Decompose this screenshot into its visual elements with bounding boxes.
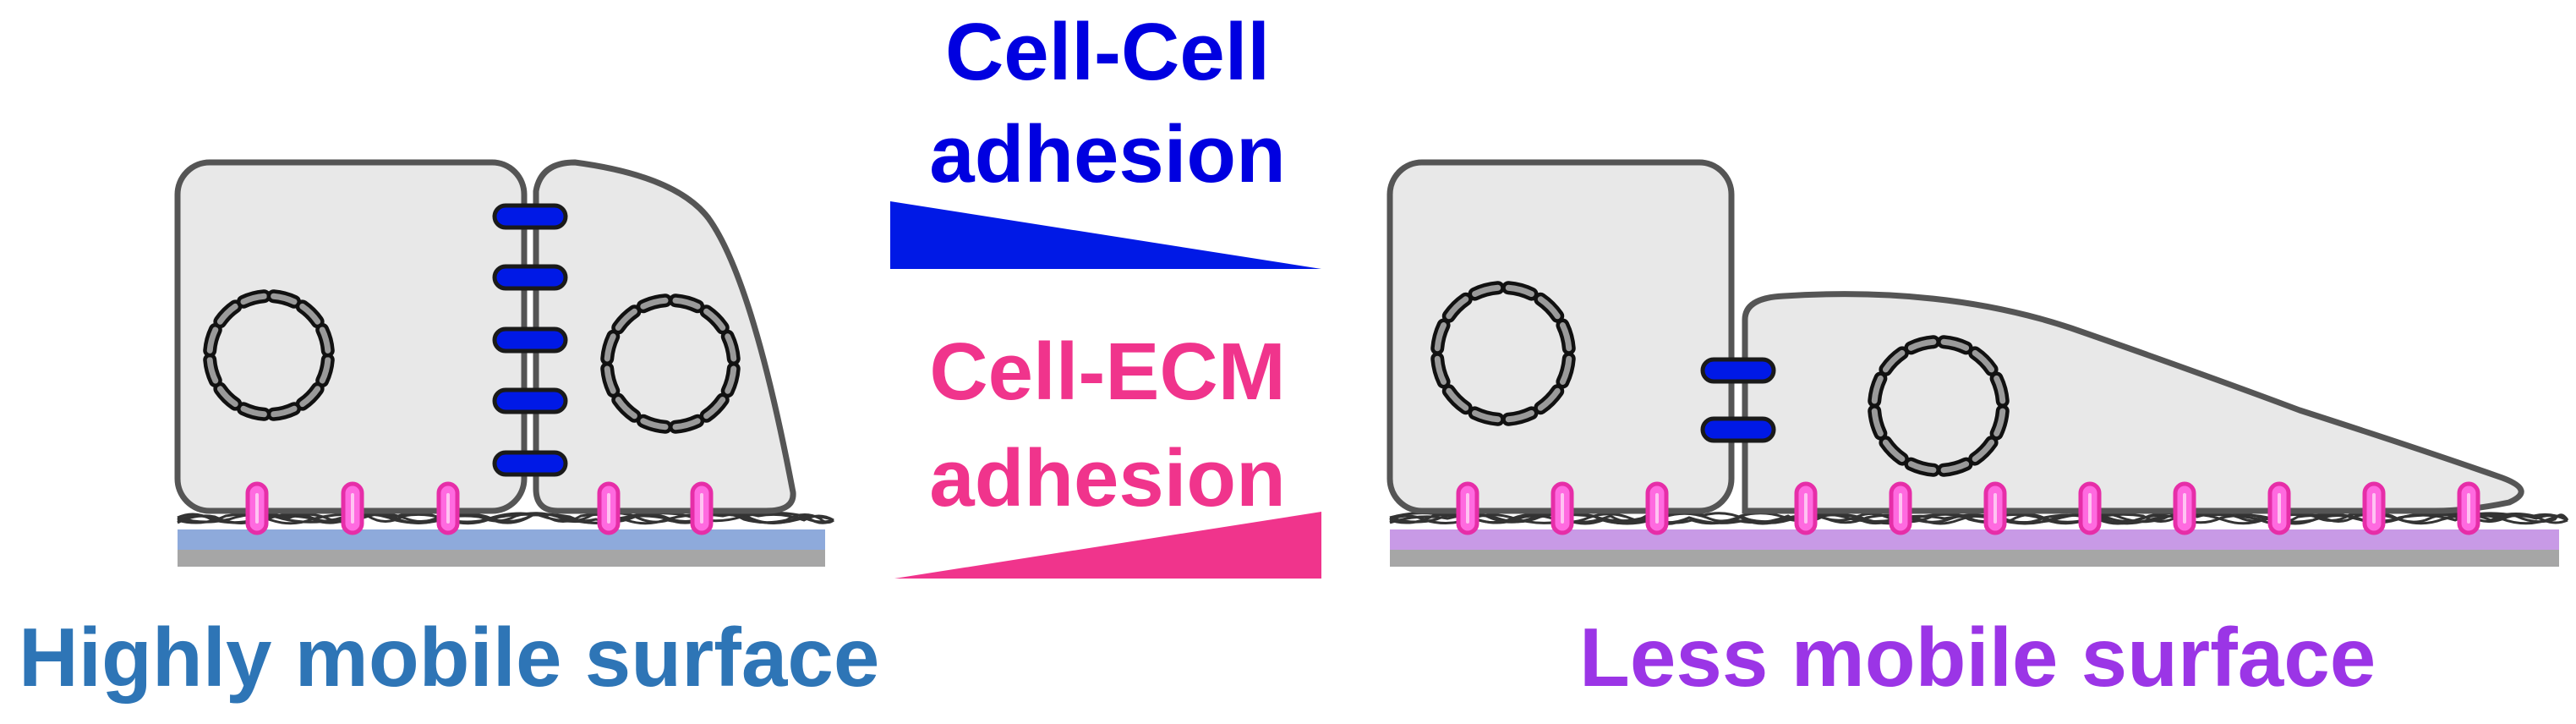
nuclear-envelope-segment-fill	[672, 418, 701, 431]
cell-cell-decreasing-wedge	[890, 201, 1321, 269]
nuclear-envelope-segment-fill	[206, 357, 219, 384]
cadherin-junction-icon	[1700, 357, 1776, 384]
nuclear-envelope-segment-fill	[1907, 461, 1937, 474]
nucleus-icon	[1430, 281, 1576, 426]
nuclear-envelope-segment-fill	[240, 405, 267, 418]
substrate-base	[178, 548, 825, 567]
nuclear-envelope-segment-fill	[216, 303, 238, 325]
nuclear-envelope-segment-fill	[1940, 338, 1970, 351]
nuclear-envelope-segment-fill	[640, 418, 669, 431]
nuclear-envelope-segment-fill	[1972, 439, 1995, 463]
nuclear-envelope-segment-fill	[1882, 439, 1906, 463]
left-panel-graphic	[174, 159, 834, 567]
cell-ecm-label-line2: adhesion	[929, 433, 1286, 524]
nuclear-envelope-segment-fill	[1446, 387, 1469, 411]
nuclear-envelope-segment-fill	[1537, 387, 1561, 411]
right-panel-graphic	[1386, 159, 2569, 567]
nuclear-envelope-segment-fill	[1434, 355, 1447, 385]
nuclear-envelope-segment-fill	[725, 365, 737, 394]
cadherin-junction-icon	[492, 450, 568, 477]
right-cell-b	[1742, 291, 2524, 514]
nuclear-envelope-segment-fill	[1871, 408, 1884, 437]
nuclear-envelope-segment-fill	[615, 397, 637, 420]
nucleus-icon	[600, 293, 741, 434]
nuclear-envelope-segment-fill	[703, 308, 726, 331]
nuclear-envelope-segment-fill	[672, 297, 701, 310]
nuclear-envelope-segment-fill	[299, 303, 321, 325]
nuclear-envelope-segment-fill	[1472, 409, 1501, 423]
nuclear-envelope-segment-fill	[206, 326, 219, 354]
left-cell-a	[174, 159, 528, 514]
nucleus-icon	[203, 289, 335, 421]
cadherin-junction-icon	[492, 203, 568, 230]
nuclear-envelope-segment-fill	[1972, 349, 1995, 373]
left-cell-b	[533, 159, 796, 514]
cell-cell-label-line1: Cell-Cell	[944, 7, 1271, 97]
nuclear-envelope-segment-fill	[1940, 461, 1970, 474]
nuclear-envelope-segment-fill	[1871, 375, 1884, 404]
nuclear-envelope-segment-fill	[1559, 355, 1572, 385]
nuclear-envelope-segment-fill	[1446, 296, 1469, 320]
substrate-base	[1390, 548, 2559, 567]
cadherin-junction-icon	[492, 264, 568, 291]
gradient-wedges	[890, 201, 1321, 579]
nuclear-envelope-segment-fill	[640, 297, 669, 310]
nuclear-envelope-segment-fill	[1537, 296, 1561, 320]
nuclear-envelope-segment-fill	[1882, 349, 1906, 373]
substrate-surface	[1390, 529, 2559, 550]
nuclear-envelope-segment-fill	[271, 293, 298, 305]
nuclear-envelope-segment-fill	[604, 333, 616, 362]
nucleus-icon	[1868, 335, 2010, 477]
cell-ecm-increasing-wedge	[894, 512, 1321, 579]
nuclear-envelope-segment-fill	[319, 357, 331, 384]
ecm-fiber	[177, 511, 834, 524]
cell-cell-label-line2: adhesion	[929, 109, 1286, 200]
right-panel-title: Less mobile surface	[1579, 611, 2376, 704]
nuclear-envelope-segment-fill	[1505, 284, 1534, 298]
left-panel-title: Highly mobile surface	[19, 611, 880, 704]
nuclear-envelope-segment-fill	[604, 365, 616, 394]
nuclear-envelope-segment-fill	[703, 397, 726, 420]
nuclear-envelope-segment-fill	[1907, 338, 1937, 351]
cadherin-junction-icon	[492, 326, 568, 354]
cadherin-junction-icon	[1700, 416, 1776, 443]
nuclear-envelope-segment-fill	[1994, 408, 2006, 437]
cadherin-junction-icon	[492, 387, 568, 414]
nuclear-envelope-segment-fill	[615, 308, 637, 331]
nuclear-envelope-segment-fill	[299, 386, 321, 408]
nuclear-envelope-segment-fill	[1505, 409, 1534, 423]
nuclear-envelope-segment-fill	[1994, 375, 2006, 404]
nuclear-envelope-segment-fill	[319, 326, 331, 354]
nuclear-envelope-segment-fill	[1559, 322, 1572, 352]
nuclear-envelope-segment-fill	[216, 386, 238, 408]
ecm-fiber	[177, 513, 834, 524]
nuclear-envelope-segment-fill	[240, 293, 267, 305]
nuclear-envelope-segment-fill	[725, 333, 737, 362]
nuclear-envelope-segment-fill	[1434, 322, 1447, 352]
substrate-surface	[178, 529, 825, 550]
nuclear-envelope-segment-fill	[1472, 284, 1501, 298]
cell-ecm-label-line1: Cell-ECM	[929, 326, 1286, 417]
nuclear-envelope-segment-fill	[271, 405, 298, 418]
